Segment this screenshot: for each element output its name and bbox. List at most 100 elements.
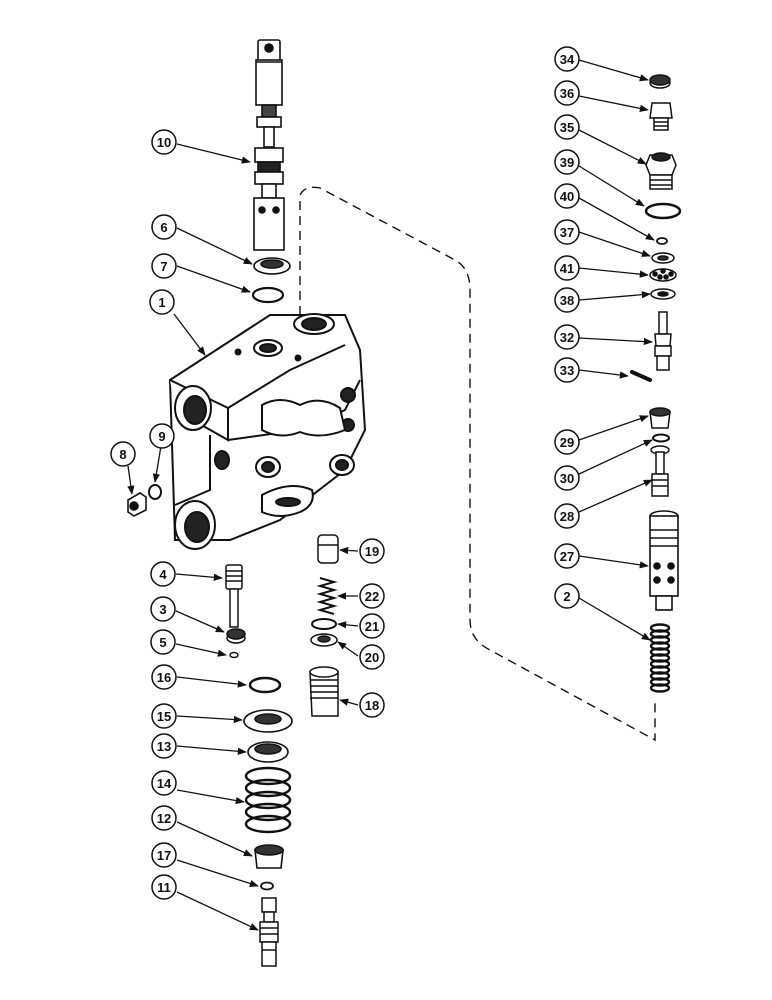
callout-12: 12 (151, 805, 177, 831)
callout-40: 40 (554, 183, 580, 209)
o-ring-39 (644, 202, 682, 220)
callout-9: 9 (149, 423, 175, 449)
callout-2: 2 (554, 583, 580, 609)
callout-20-label: 20 (365, 650, 379, 665)
callout-39-label: 39 (560, 155, 574, 170)
callout-33: 33 (554, 357, 580, 383)
sleeve-27 (649, 510, 679, 611)
callout-8-label: 8 (119, 447, 126, 462)
washer-20 (310, 633, 338, 647)
callout-30-label: 30 (560, 471, 574, 486)
callout-11-label: 11 (157, 880, 171, 895)
callout-34: 34 (554, 46, 580, 72)
callout-6-label: 6 (160, 220, 167, 235)
callout-41: 41 (554, 255, 580, 281)
callout-21: 21 (359, 613, 385, 639)
fitting-36 (649, 102, 673, 131)
callout-34-label: 34 (560, 52, 575, 67)
callout-37-label: 37 (560, 225, 574, 240)
callout-15-label: 15 (157, 709, 171, 724)
callout-7-label: 7 (160, 259, 167, 274)
callout-27: 27 (554, 543, 580, 569)
callout-18: 18 (359, 692, 385, 718)
callout-19: 19 (359, 538, 385, 564)
callouts: 34 36 35 39 40 37 41 38 32 33 29 30 28 2… (110, 46, 580, 900)
cap-34 (649, 74, 671, 89)
retainer-15 (243, 709, 293, 733)
disc-3 (226, 628, 246, 644)
callout-10-label: 10 (157, 135, 171, 150)
ring-5 (229, 651, 239, 659)
callout-38: 38 (554, 287, 580, 313)
callout-5: 5 (150, 629, 176, 655)
nut-35 (645, 152, 677, 190)
relief-poppet-4 (225, 564, 243, 628)
o-ring-30 (652, 433, 670, 443)
callout-11: 11 (151, 874, 177, 900)
ring-40 (656, 237, 668, 245)
o-ring-21 (311, 618, 337, 630)
callout-19-label: 19 (365, 544, 379, 559)
callout-36-label: 36 (560, 86, 574, 101)
bearing-41 (649, 268, 677, 282)
callout-35-label: 35 (560, 120, 574, 135)
callout-13-label: 13 (157, 739, 171, 754)
callout-33-label: 33 (560, 363, 574, 378)
callout-32-label: 32 (560, 330, 574, 345)
stem-28 (650, 445, 670, 497)
callout-3: 3 (150, 596, 176, 622)
leader-lines (127, 59, 655, 931)
callout-30: 30 (554, 465, 580, 491)
callout-6: 6 (151, 214, 177, 240)
callout-1: 1 (149, 289, 175, 315)
callout-22: 22 (359, 583, 385, 609)
plug-8 (127, 492, 147, 517)
spring-22 (316, 577, 338, 615)
callout-3-label: 3 (159, 602, 166, 617)
callout-41-label: 41 (560, 261, 574, 276)
callout-16-label: 16 (157, 670, 171, 685)
bolt-11 (259, 897, 279, 967)
cup-13 (247, 741, 289, 763)
o-ring-16 (248, 676, 282, 694)
washer-9 (148, 484, 162, 500)
seal-ring-6 (253, 257, 291, 275)
pin-32 (654, 311, 672, 371)
callout-27-label: 27 (560, 549, 574, 564)
valve-body (168, 313, 367, 550)
washer-37 (651, 252, 675, 264)
callout-9-label: 9 (158, 429, 165, 444)
cartridge-18 (309, 666, 339, 717)
washer-38 (650, 288, 676, 300)
callout-14-label: 14 (157, 776, 172, 791)
callout-29: 29 (554, 429, 580, 455)
callout-4-label: 4 (159, 567, 167, 582)
callout-28-label: 28 (560, 509, 574, 524)
callout-1-label: 1 (158, 295, 165, 310)
callout-28: 28 (554, 503, 580, 529)
top-spool-assembly (253, 39, 285, 251)
callout-17: 17 (151, 842, 177, 868)
callout-38-label: 38 (560, 293, 574, 308)
callout-16: 16 (151, 664, 177, 690)
callout-4: 4 (150, 561, 176, 587)
callout-32: 32 (554, 324, 580, 350)
callout-18-label: 18 (365, 698, 379, 713)
callout-21-label: 21 (365, 619, 379, 634)
callout-13: 13 (151, 733, 177, 759)
callout-39: 39 (554, 149, 580, 175)
callout-2-label: 2 (563, 589, 570, 604)
bushing-12 (254, 844, 284, 869)
callout-14: 14 (151, 770, 177, 796)
plug-29 (649, 407, 671, 429)
spring-2 (649, 623, 671, 693)
plug-19 (317, 534, 339, 564)
callout-22-label: 22 (365, 589, 379, 604)
callout-8: 8 (110, 441, 136, 467)
callout-10: 10 (151, 129, 177, 155)
callout-37: 37 (554, 219, 580, 245)
callout-35: 35 (554, 114, 580, 140)
callout-29-label: 29 (560, 435, 574, 450)
callout-40-label: 40 (560, 189, 574, 204)
